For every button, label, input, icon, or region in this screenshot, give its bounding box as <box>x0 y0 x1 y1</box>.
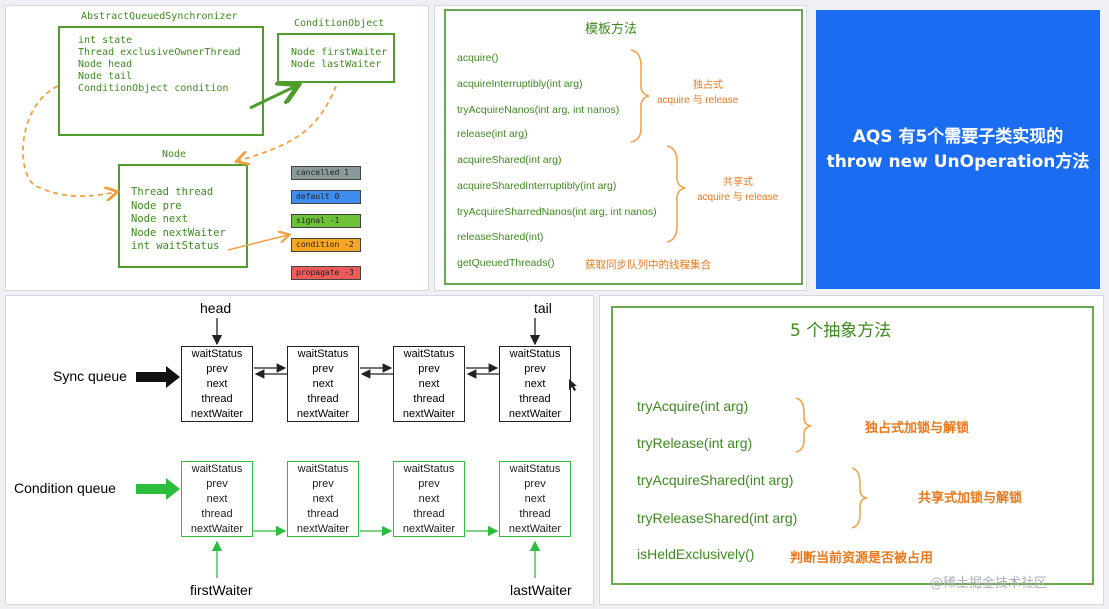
shared-label-1: 共享式 <box>723 177 753 188</box>
mouse-cursor-icon <box>569 379 577 391</box>
class-diagram-panel: AbstractQueuedSynchronizer int state Thr… <box>5 5 429 291</box>
sync-queue-label: Sync queue <box>53 368 127 384</box>
node-field: int waitStatus <box>131 240 220 252</box>
condition-queue-arrow <box>136 478 180 500</box>
status-tag-default: default 0 <box>291 190 361 204</box>
condition-link-arrow <box>249 86 296 110</box>
node-field: Node pre <box>131 199 182 212</box>
aqs-field: int state <box>78 35 133 46</box>
status-tag-condition: condition -2 <box>291 238 361 252</box>
method-is-held-exclusively: isHeldExclusively() <box>637 546 755 562</box>
aqs-field: ConditionObject condition <box>78 83 229 94</box>
abstract-methods-panel: 5 个抽象方法 tryAcquire(int arg) tryRelease(i… <box>599 295 1104 605</box>
exclusive-label-1: 独占式 <box>693 80 723 91</box>
abstract-braces <box>795 397 869 529</box>
head-tail-link-arrow <box>22 85 116 196</box>
abstract-methods-box <box>611 306 1094 585</box>
method-try-acquire-shared-nanos: tryAcquireSharredNanos(int arg, int nano… <box>457 206 657 218</box>
method-acquire-shared-interruptibly: acquireSharedInterruptibly(int arg) <box>457 180 617 192</box>
method-try-release-shared: tryReleaseShared(int arg) <box>637 510 798 526</box>
wait-status-arrow <box>227 235 288 251</box>
status-tag-propagate: propagate -3 <box>291 266 361 280</box>
method-acquire-interruptibly: acquireInterruptibly(int arg) <box>457 78 583 90</box>
queued-threads-note: 获取同步队列中的线程集合 <box>585 259 711 271</box>
tail-label: tail <box>534 300 552 316</box>
aqs-class-title: AbstractQueuedSynchronizer <box>81 11 238 22</box>
method-get-queued-threads: getQueuedThreads() <box>457 257 555 269</box>
template-methods-box <box>444 9 803 285</box>
status-tag-signal: signal -1 <box>291 214 361 228</box>
node-field: Node nextWaiter <box>131 226 226 239</box>
method-release-shared: releaseShared(int) <box>457 231 544 243</box>
template-methods-panel: 模板方法 acquire() acquireInterruptibly(int … <box>434 5 807 291</box>
aqs-class-box: int state Thread exclusiveOwnerThread No… <box>58 26 264 136</box>
blue-note-line: throw new UnOperation方法 <box>826 151 1090 172</box>
template-braces <box>630 49 686 243</box>
aqs-field: Node head <box>78 59 133 70</box>
method-acquire-shared: acquireShared(int arg) <box>457 154 562 166</box>
blue-note-panel: AQS 有5个需要子类实现的 throw new UnOperation方法 <box>816 10 1100 289</box>
condition-object-field: Node firstWaiter <box>291 47 388 58</box>
watermark: @稀土掘金技术社区 <box>930 576 1048 591</box>
queue-arrows <box>136 318 541 578</box>
condition-object-box: Node firstWaiter Node lastWaiter <box>277 33 395 83</box>
aqs-field: Thread exclusiveOwnerThread <box>78 47 241 58</box>
first-waiter-label: firstWaiter <box>190 582 253 598</box>
method-acquire: acquire() <box>457 52 499 64</box>
held-exclusively-note: 判断当前资源是否被占用 <box>790 551 934 566</box>
shared-lock-note: 共享式加锁与解锁 <box>918 491 1023 506</box>
method-try-acquire: tryAcquire(int arg) <box>637 398 749 414</box>
class-diagram-arrows <box>22 6 337 251</box>
exclusive-lock-note: 独占式加锁与解锁 <box>865 421 970 436</box>
abstract-methods-title: 5 个抽象方法 <box>790 321 892 341</box>
last-waiter-label: lastWaiter <box>510 582 572 598</box>
condition-queue-label: Condition queue <box>14 480 116 496</box>
condition-object-field: Node lastWaiter <box>291 59 382 70</box>
aqs-field: Node tail <box>78 71 133 82</box>
status-tag-cancelled: cancelled 1 <box>291 166 361 180</box>
node-field: Node next <box>131 213 188 225</box>
node-class-box: Thread thread Node pre Node next Node ne… <box>118 164 248 268</box>
condition-object-title: ConditionObject <box>294 18 385 29</box>
sync-queue-arrow <box>136 366 180 388</box>
exclusive-label-2: acquire 与 release <box>657 95 739 106</box>
node-field: Thread thread <box>131 186 214 198</box>
node-class-title: Node <box>162 149 187 160</box>
method-try-release: tryRelease(int arg) <box>637 435 753 451</box>
method-try-acquire-shared: tryAcquireShared(int arg) <box>637 472 794 488</box>
blue-note-line: AQS 有5个需要子类实现的 <box>852 126 1064 147</box>
template-methods-title: 模板方法 <box>585 22 638 37</box>
method-try-acquire-nanos: tryAcquireNanos(int arg, int nanos) <box>457 104 620 116</box>
queue-panel: head tail Sync queue Condition queue fir… <box>5 295 594 605</box>
method-release: release(int arg) <box>457 128 528 140</box>
condition-waiter-arrow <box>238 85 337 161</box>
head-label: head <box>200 300 232 316</box>
shared-label-2: acquire 与 release <box>697 192 779 203</box>
